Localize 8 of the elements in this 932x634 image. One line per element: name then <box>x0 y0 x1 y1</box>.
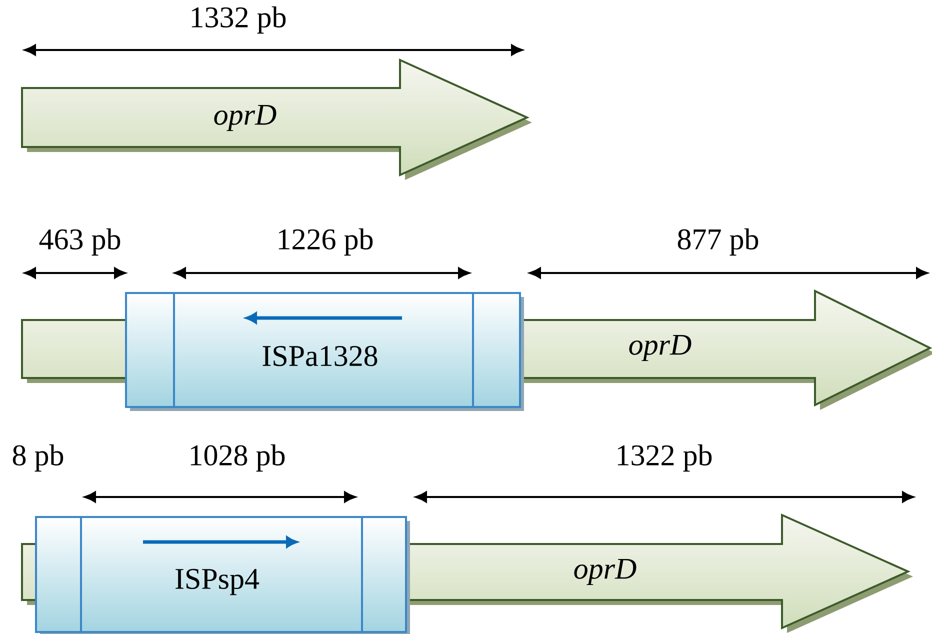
insertion-sequence-box: ISPa1328 <box>125 292 524 411</box>
insertion-sequence-box: ISPsp4 <box>35 516 410 634</box>
dimension-label: 1226 pb <box>278 228 373 256</box>
dimension-label: 877 pb <box>678 228 758 256</box>
dimension-label: 1028 pb <box>190 444 285 472</box>
dimension-label: 1322 pb <box>618 444 712 472</box>
dimension-label: 8 pb <box>12 444 64 472</box>
dimension-label: 463 pb <box>39 228 120 256</box>
